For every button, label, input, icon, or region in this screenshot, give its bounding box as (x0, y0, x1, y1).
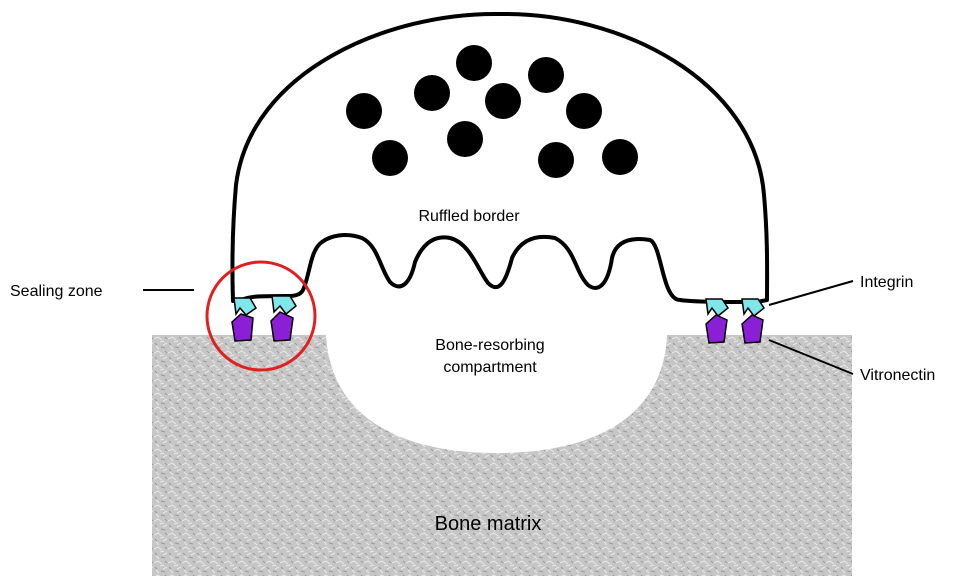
compartment-label-line2: compartment (443, 359, 537, 376)
vesicle (538, 142, 574, 178)
osteoclast-cell (232, 14, 767, 302)
vitronectin-molecule (742, 315, 763, 343)
vesicle (456, 45, 492, 81)
vesicle (414, 75, 450, 111)
vesicle (447, 121, 483, 157)
integrin-leader (769, 281, 853, 305)
vesicle (372, 140, 408, 176)
bone-matrix-label: Bone matrix (435, 513, 542, 535)
sealing-zone-label: Sealing zone (10, 283, 103, 300)
compartment-label-line1: Bone-resorbing (435, 337, 544, 354)
vesicle (528, 57, 564, 93)
integrin-receptor (234, 298, 256, 315)
vitronectin-molecule (271, 312, 293, 341)
integrin-receptor (272, 296, 296, 314)
vesicle (566, 93, 602, 129)
vitronectin-molecule (232, 314, 253, 341)
vesicle (346, 93, 382, 129)
ruffled-border-label: Ruffled border (418, 208, 520, 225)
vesicle (485, 83, 521, 119)
vesicle (602, 139, 638, 175)
vitronectin-label: Vitronectin (860, 367, 935, 384)
integrin-label: Integrin (860, 274, 913, 291)
vitronectin-molecule (706, 315, 727, 343)
